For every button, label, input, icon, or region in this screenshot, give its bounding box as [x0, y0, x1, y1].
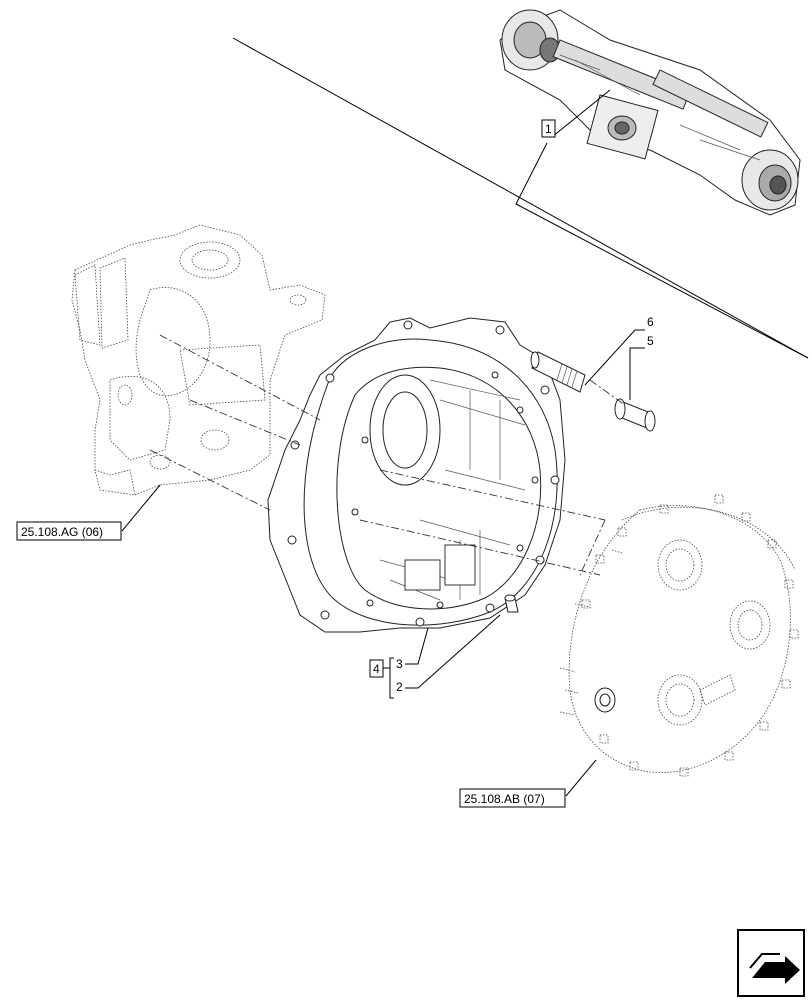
reference-steering-knuckle-label: 25.108.AG (06)	[21, 525, 103, 539]
axle-assembly-thumbnail	[499, 9, 801, 216]
dowel-pin	[504, 594, 519, 613]
callout-3-label: 3	[396, 657, 403, 671]
callout-6-label: 6	[647, 315, 654, 329]
steering-knuckle	[71, 224, 326, 496]
reference-steering-knuckle: 25.108.AG (06)	[16, 484, 161, 541]
reference-planetary-cover-label: 25.108.AB (07)	[464, 792, 545, 806]
planetary-cover	[559, 494, 799, 777]
callout-1-label: 1	[545, 122, 552, 136]
callout-group-2-3-4: 4 3 2	[369, 614, 501, 699]
callout-5: 5	[629, 334, 654, 400]
callout-5-label: 5	[647, 334, 654, 348]
callout-1: 1	[515, 89, 809, 359]
reference-planetary-cover: 25.108.AB (07)	[459, 759, 597, 808]
alignment-lines	[149, 334, 626, 576]
callout-6: 6	[584, 315, 654, 386]
stud-bolt	[530, 351, 586, 393]
next-page-arrow-icon[interactable]	[737, 929, 805, 997]
callout-4-label: 4	[373, 662, 380, 676]
callout-2-label: 2	[396, 680, 403, 694]
axle-housing	[267, 317, 566, 633]
cylindrical-pin	[614, 398, 656, 432]
separator-line	[232, 37, 809, 359]
